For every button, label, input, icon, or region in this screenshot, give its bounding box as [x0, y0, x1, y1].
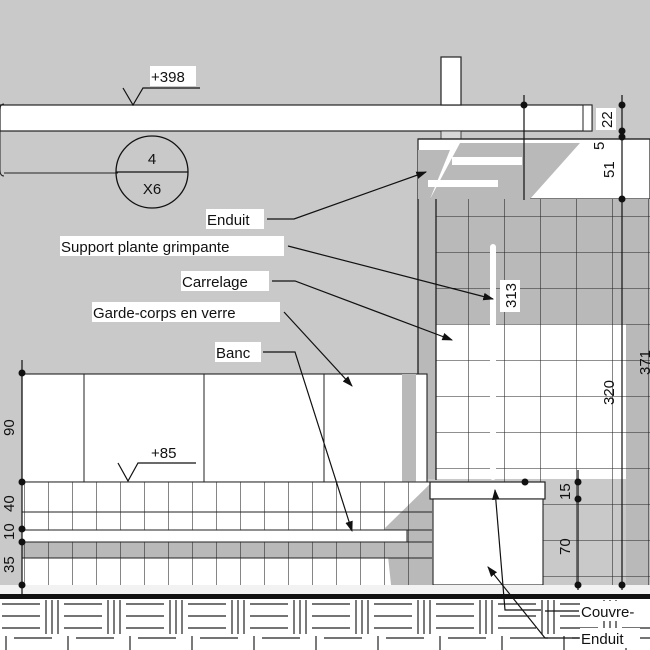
- svg-text:40: 40: [1, 495, 18, 512]
- svg-text:10: 10: [1, 523, 18, 540]
- dimension-chain-left: 90 40 10 35: [1, 360, 26, 595]
- svg-text:313: 313: [503, 283, 520, 308]
- svg-text:371: 371: [637, 350, 650, 375]
- svg-text:Couvre-: Couvre-: [581, 604, 634, 621]
- callout-support: Support plante grimpante: [60, 236, 495, 301]
- pergola-beam: [0, 103, 593, 177]
- pergola-post: [440, 56, 462, 106]
- dimension-chain-right: 22 5 51 313 320 371 15 70: [500, 95, 650, 590]
- level-marker-bench: +85: [117, 445, 196, 483]
- svg-text:Enduit: Enduit: [207, 212, 250, 229]
- svg-text:15: 15: [557, 483, 574, 500]
- svg-text:70: 70: [557, 538, 574, 555]
- svg-text:35: 35: [1, 556, 18, 573]
- svg-text:+398: +398: [151, 69, 185, 86]
- svg-text:51: 51: [601, 161, 618, 178]
- callout-enduit-top: Enduit: [206, 171, 428, 229]
- svg-text:X6: X6: [143, 181, 161, 198]
- svg-text:5: 5: [591, 142, 608, 150]
- svg-text:Enduit: Enduit: [581, 631, 624, 648]
- svg-text:Support plante grimpante: Support plante grimpante: [61, 239, 229, 256]
- level-marker-top: +398: [122, 66, 200, 107]
- svg-text:320: 320: [601, 380, 618, 405]
- svg-text:+85: +85: [151, 445, 176, 462]
- detail-tag: 4 X6: [115, 135, 189, 209]
- callout-carrelage: Carrelage: [181, 271, 454, 341]
- svg-text:Banc: Banc: [216, 345, 251, 362]
- ground-section: [0, 585, 650, 650]
- glass-railing: [21, 373, 428, 483]
- callout-couvre: Couvre-: [492, 488, 650, 621]
- svg-text:22: 22: [599, 111, 616, 128]
- callout-garde-corps: Garde-corps en verre: [92, 302, 353, 387]
- bench-tiling: [21, 481, 432, 595]
- callout-enduit-bottom: Enduit: [487, 566, 640, 648]
- svg-text:Garde-corps en verre: Garde-corps en verre: [93, 305, 236, 322]
- svg-text:4: 4: [148, 151, 156, 168]
- svg-text:Carrelage: Carrelage: [182, 274, 248, 291]
- coping-plinth: [429, 481, 546, 586]
- callout-banc: Banc: [215, 342, 353, 533]
- svg-text:90: 90: [1, 419, 18, 436]
